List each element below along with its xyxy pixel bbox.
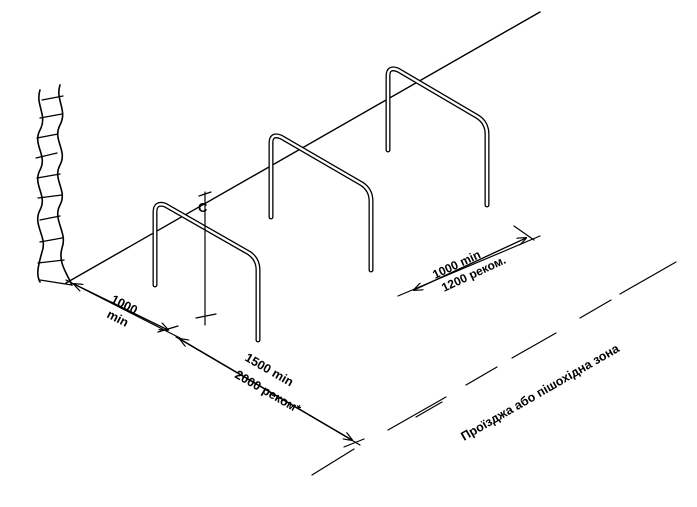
clear-height-label: C — [198, 200, 208, 215]
clear-height-dimension: C — [195, 191, 217, 326]
bike-rack-3 — [385, 66, 490, 208]
bike-rack-1 — [152, 201, 261, 343]
aisle-dimension: 1500 min 2000 реком* — [175, 336, 365, 448]
zone-label: Проїзджа або пішохідна зона — [459, 341, 623, 444]
bike-rack-2 — [268, 133, 374, 273]
rack-gap-dimension: 1000 min 1200 реком. — [397, 225, 541, 297]
wall-gap-dimension: 1000 min — [65, 279, 181, 339]
zone-edge-lines — [311, 261, 677, 476]
wall — [35, 84, 73, 286]
